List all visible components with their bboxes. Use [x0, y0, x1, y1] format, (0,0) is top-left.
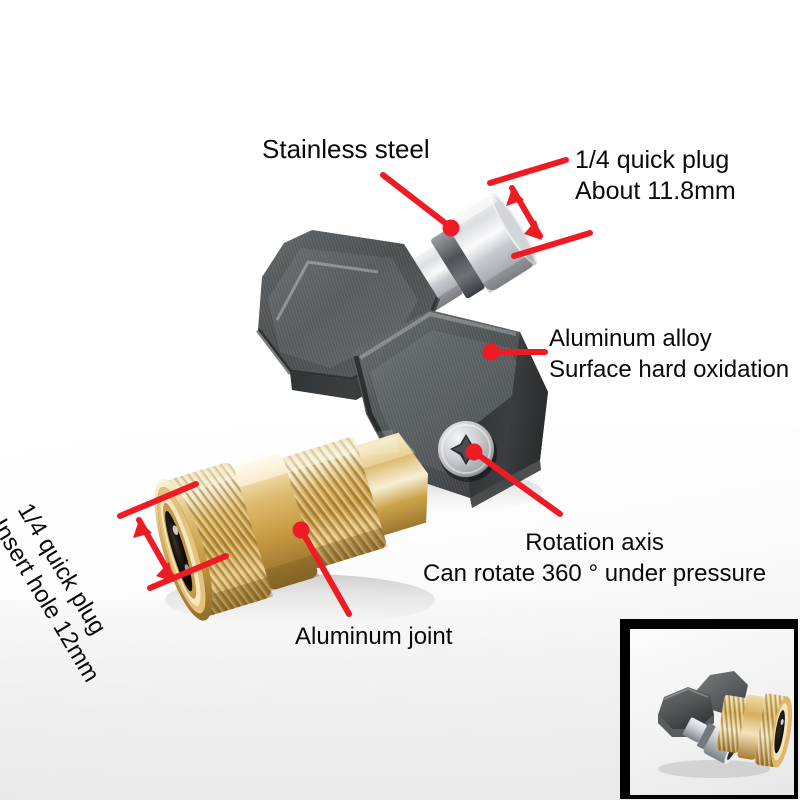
stainless-steel-label: Stainless steel [262, 134, 430, 165]
quick-plug-line1: 1/4 quick plug [575, 146, 730, 174]
leader-aluminum-alloy [482, 343, 548, 361]
leader-stainless-steel [380, 172, 460, 237]
stainless-steel-text: Stainless steel [262, 134, 430, 164]
background-surface-shadow [0, 600, 640, 800]
quick-plug-line2: About 11.8mm [575, 177, 736, 205]
aluminum-alloy-line1: Aluminum alloy [549, 325, 712, 352]
aluminum-joint-text: Aluminum joint [295, 623, 453, 650]
alternate-view-photo [630, 629, 794, 795]
rotation-axis-line2: Can rotate 360 ° under pressure [423, 560, 767, 587]
leader-rotation-axis [465, 443, 563, 517]
alternate-view-thumbnail [620, 619, 798, 799]
aluminum-alloy-line2: Surface hard oxidation [549, 356, 790, 383]
dimension-insert-hole [117, 481, 229, 591]
leader-aluminum-joint [292, 521, 352, 617]
quick-plug-dimension-label: 1/4 quick plug About 11.8mm [575, 145, 736, 207]
dimension-quick-plug [487, 157, 593, 259]
aluminum-alloy-label: Aluminum alloy Surface hard oxidation [549, 323, 789, 385]
alternate-view-artwork [658, 671, 793, 778]
rotation-axis-label: Rotation axis Can rotate 360 ° under pre… [423, 527, 766, 589]
rotation-axis-line1: Rotation axis [525, 529, 664, 556]
aluminum-joint-label: Aluminum joint [295, 621, 452, 652]
